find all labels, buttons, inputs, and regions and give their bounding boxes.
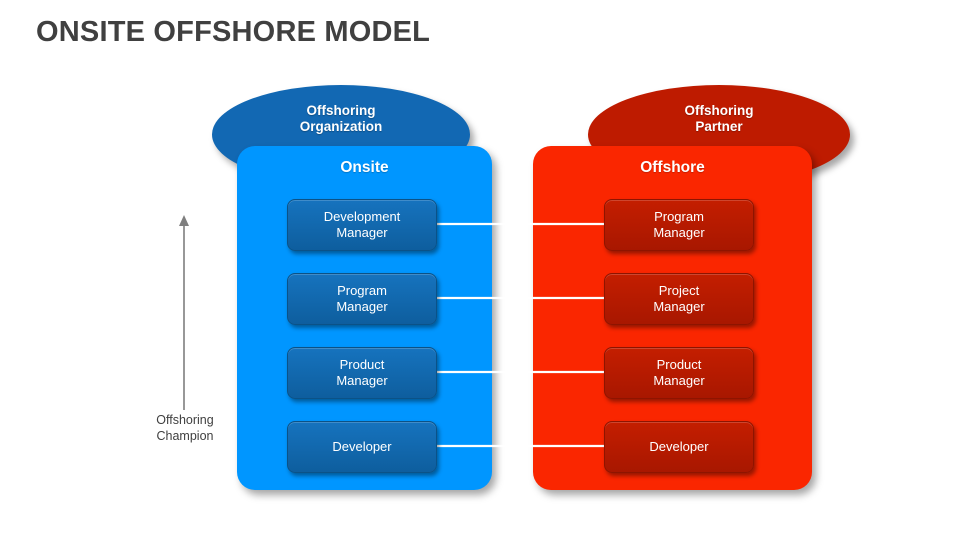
offshoring-organization-label-line2: Organization: [299, 119, 383, 134]
onsite-role-box-3[interactable]: Product Manager: [287, 347, 437, 399]
offshore-role-1-line2: Manager: [653, 225, 705, 240]
connector-arrow-3: [436, 367, 618, 377]
offshore-role-2-line1: Project: [658, 283, 700, 298]
onsite-role-2-line2: Manager: [336, 299, 388, 314]
offshore-role-4-line1: Developer: [649, 439, 709, 454]
onsite-role-box-3-text: Product Manager: [336, 357, 387, 389]
connector-arrow-1: [436, 219, 618, 229]
connector-arrow-4: [436, 441, 618, 451]
onsite-role-1-line1: Development: [323, 209, 401, 224]
onsite-role-box-4[interactable]: Developer: [287, 421, 437, 473]
offshore-role-2-line2: Manager: [653, 299, 705, 314]
offshoring-champion-label-line1: Offshoring: [156, 413, 214, 427]
offshoring-organization-label: Offshoring Organization: [300, 103, 383, 135]
offshore-role-box-3-text: Product Manager: [653, 357, 704, 389]
onsite-role-3-line1: Product: [339, 357, 385, 372]
onsite-role-box-2-text: Program Manager: [336, 283, 387, 315]
offshore-role-box-2[interactable]: Project Manager: [604, 273, 754, 325]
onsite-role-4-line1: Developer: [332, 439, 392, 454]
offshore-role-box-4[interactable]: Developer: [604, 421, 754, 473]
offshore-role-box-1[interactable]: Program Manager: [604, 199, 754, 251]
offshoring-partner-label: Offshoring Partner: [685, 103, 754, 135]
offshore-role-1-line1: Program: [654, 209, 704, 224]
offshoring-partner-label-line1: Offshoring: [684, 103, 754, 118]
offshore-role-box-4-text: Developer: [649, 439, 708, 455]
offshore-role-box-3[interactable]: Product Manager: [604, 347, 754, 399]
offshoring-organization-label-line1: Offshoring: [306, 103, 376, 118]
offshoring-champion-arrow-icon: [179, 215, 189, 410]
offshore-role-box-1-text: Program Manager: [653, 209, 704, 241]
offshore-role-3-line2: Manager: [653, 373, 705, 388]
onsite-role-box-1-text: Development Manager: [324, 209, 401, 241]
onsite-panel-header: Onsite: [340, 159, 389, 176]
onsite-role-box-1[interactable]: Development Manager: [287, 199, 437, 251]
offshore-role-3-line1: Product: [656, 357, 702, 372]
onsite-role-2-line1: Program: [337, 283, 387, 298]
onsite-role-box-2[interactable]: Program Manager: [287, 273, 437, 325]
page-title: ONSITE OFFSHORE MODEL: [36, 16, 431, 48]
onsite-role-box-4-text: Developer: [332, 439, 391, 455]
connector-arrow-2: [436, 293, 618, 303]
offshore-panel-header: Offshore: [640, 159, 705, 176]
onsite-role-1-line2: Manager: [336, 225, 388, 240]
offshore-role-box-2-text: Project Manager: [653, 283, 704, 315]
offshoring-champion-label-line2: Champion: [156, 429, 214, 443]
offshoring-partner-label-line2: Partner: [695, 119, 743, 134]
offshoring-champion-label: Offshoring Champion: [130, 412, 240, 444]
onsite-role-3-line2: Manager: [336, 373, 388, 388]
